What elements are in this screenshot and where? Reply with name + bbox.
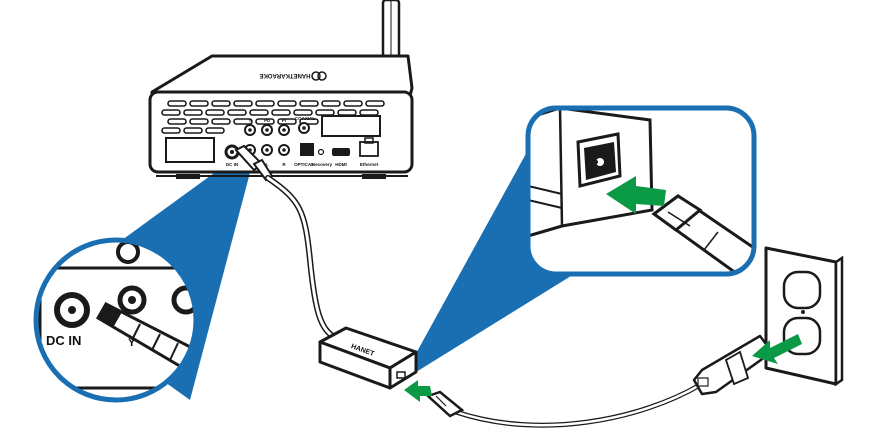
port-label-dc-in: DC IN xyxy=(226,162,238,167)
device-brand-label: HANETKARAOKE xyxy=(260,72,311,78)
port-label-y: Y xyxy=(248,118,251,123)
power-adapter: HANET xyxy=(318,326,418,390)
ac-cord xyxy=(453,382,703,428)
ac-connector-adapter-end xyxy=(425,390,465,418)
dc-cable xyxy=(265,175,339,341)
dc-in-zoom-callout: DC IN Y xyxy=(33,237,199,403)
zoom-label-dc-in: DC IN xyxy=(46,333,81,348)
dc-plug xyxy=(234,144,274,182)
port-label-optical: OPTICAL xyxy=(294,162,314,167)
port-label-pb: Pb xyxy=(264,118,270,123)
karaoke-box: HANETKARAOKE xyxy=(148,54,414,179)
port-label-coaxial: COAXIAL xyxy=(295,116,316,121)
zoom-label-y: Y xyxy=(128,337,136,349)
port-label-l: L xyxy=(266,162,269,167)
optical-port xyxy=(300,143,314,156)
wall-plug xyxy=(692,334,774,396)
ac-inlet-zoom-callout xyxy=(525,105,757,277)
port-label-recovery: Recovery xyxy=(312,162,333,167)
insert-arrow-outlet xyxy=(752,334,802,364)
port-label-r: R xyxy=(282,162,286,167)
ethernet-port xyxy=(359,137,379,157)
insert-arrow-adapter xyxy=(404,380,432,402)
port-label-pr: Pr xyxy=(282,118,287,123)
port-label-hdmi: HDMI xyxy=(335,162,347,167)
hdmi-port xyxy=(332,148,350,156)
insert-arrow-inlet xyxy=(606,176,666,214)
port-label-ethernet: Ethernet xyxy=(360,162,379,167)
